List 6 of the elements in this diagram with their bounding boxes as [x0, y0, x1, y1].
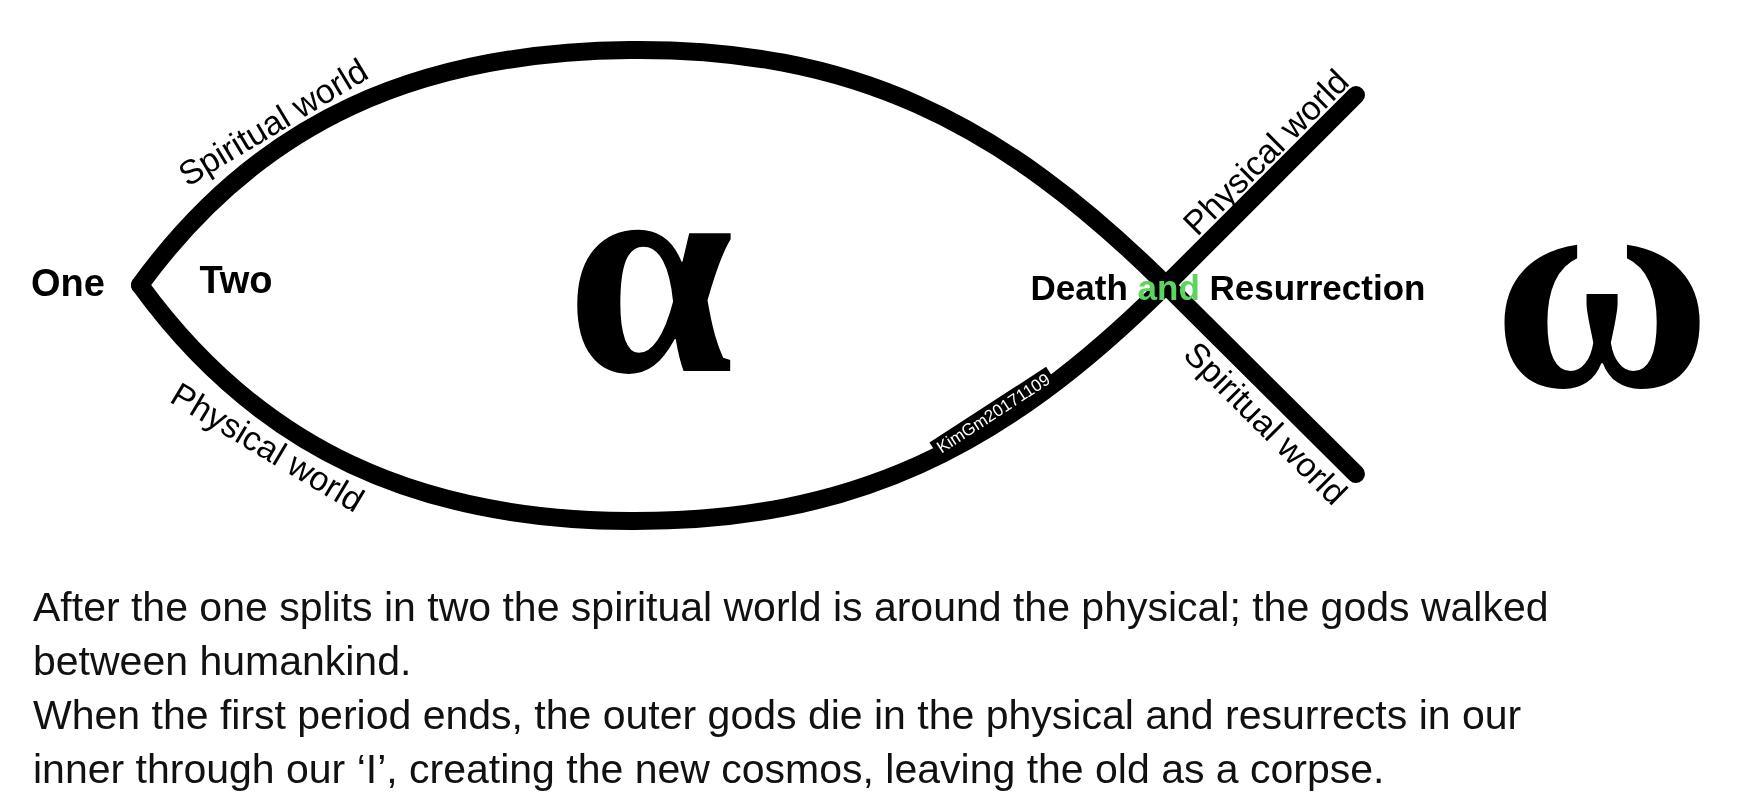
description-text: After the one splits in two the spiritual world is around the physical; the gods walked between humankind.: [33, 583, 1550, 686]
description-text: When the first period ends, the outer gods die in the physical and resurrects in our inner through our ‘I’, creating the new cosmos, leaving the old as a corpse.: [33, 691, 1523, 794]
diagram-label: One: [31, 264, 105, 302]
greek-letter: ω: [1492, 135, 1712, 435]
greek-letter: α: [566, 120, 734, 420]
diagram-label: Two: [199, 261, 273, 299]
